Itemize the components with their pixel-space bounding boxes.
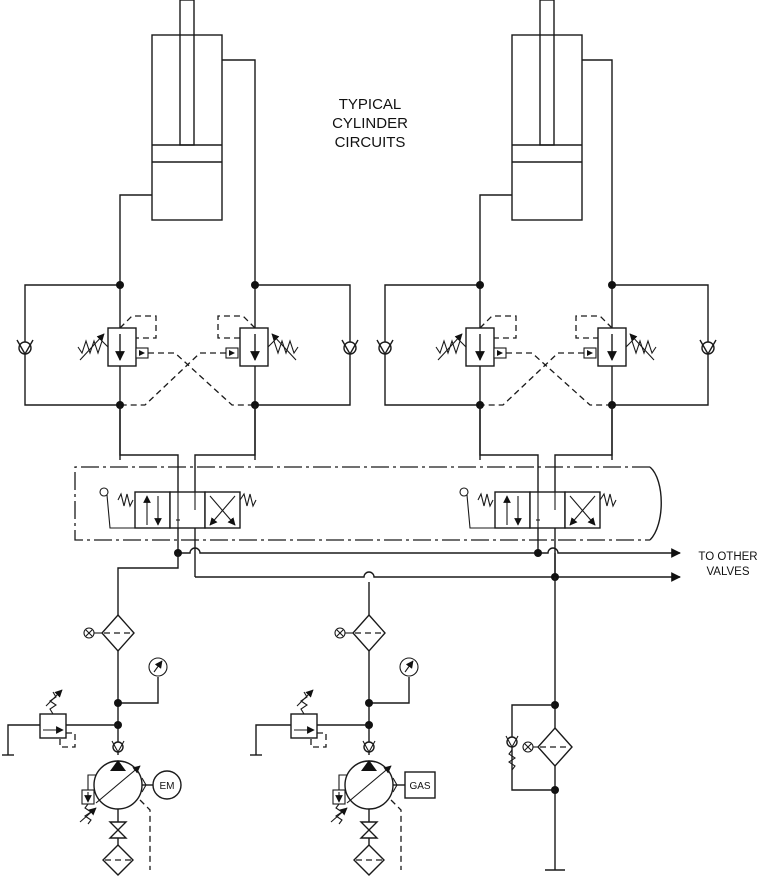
electric-motor-label: EM xyxy=(160,781,175,792)
cylinder-circuit-right xyxy=(376,0,717,492)
electric-motor: EM xyxy=(152,770,182,800)
check-valve-left-a xyxy=(16,339,34,356)
directional-valve-2 xyxy=(459,487,617,529)
return-filter xyxy=(522,726,573,768)
pressure-manifold xyxy=(174,528,681,558)
pump-unit-gas: GAS xyxy=(250,582,436,876)
pressure-filter-2 xyxy=(334,613,386,653)
title-line-1: TYPICAL xyxy=(338,96,402,113)
valve-bank-enclosure xyxy=(74,466,662,541)
title-line-3: CIRCUITS xyxy=(334,134,406,151)
variable-pump-2 xyxy=(344,760,405,822)
pump-compensator-1 xyxy=(79,774,151,870)
shutoff-valve-2 xyxy=(359,821,379,845)
note-line-1: TO OTHER xyxy=(698,551,758,563)
pump-unit-em: EM xyxy=(2,553,182,876)
check-valve-left-b xyxy=(341,339,359,356)
to-other-valves-label: TO OTHER VALVES xyxy=(688,550,768,580)
shutoff-valve-1 xyxy=(108,821,128,845)
cylinder-right xyxy=(511,0,583,221)
directional-valve-1 xyxy=(99,487,257,529)
variable-pump-1 xyxy=(93,760,153,822)
cylinder-left xyxy=(151,0,223,221)
counterbalance-valve-4 xyxy=(575,315,657,367)
diagram-title: TYPICAL CYLINDER CIRCUITS xyxy=(300,95,440,152)
pump-check-valve-1 xyxy=(111,740,125,754)
note-line-2: VALVES xyxy=(706,566,750,578)
bypass-check-valve xyxy=(505,735,519,771)
pump-compensator-2 xyxy=(330,774,402,870)
title-line-2: CYLINDER xyxy=(332,115,408,132)
check-valve-right-a xyxy=(376,339,394,356)
pressure-gauge-2 xyxy=(369,657,419,704)
suction-strainer-2 xyxy=(353,844,385,876)
counterbalance-valve-3 xyxy=(435,315,517,367)
gas-engine-label: GAS xyxy=(409,781,430,792)
gas-engine: GAS xyxy=(404,771,436,799)
return-filter-unit xyxy=(505,701,573,871)
pressure-gauge-1 xyxy=(118,657,168,704)
counterbalance-valve-1 xyxy=(77,315,157,367)
relief-valve-2 xyxy=(250,689,369,756)
cylinder-circuit-left xyxy=(16,0,359,492)
suction-strainer-1 xyxy=(102,844,134,876)
relief-valve-1 xyxy=(2,689,118,756)
pump-check-valve-2 xyxy=(362,740,376,754)
return-manifold xyxy=(194,528,681,870)
check-valve-right-b xyxy=(699,339,717,356)
pressure-filter-1 xyxy=(83,613,135,653)
counterbalance-valve-2 xyxy=(217,315,299,367)
